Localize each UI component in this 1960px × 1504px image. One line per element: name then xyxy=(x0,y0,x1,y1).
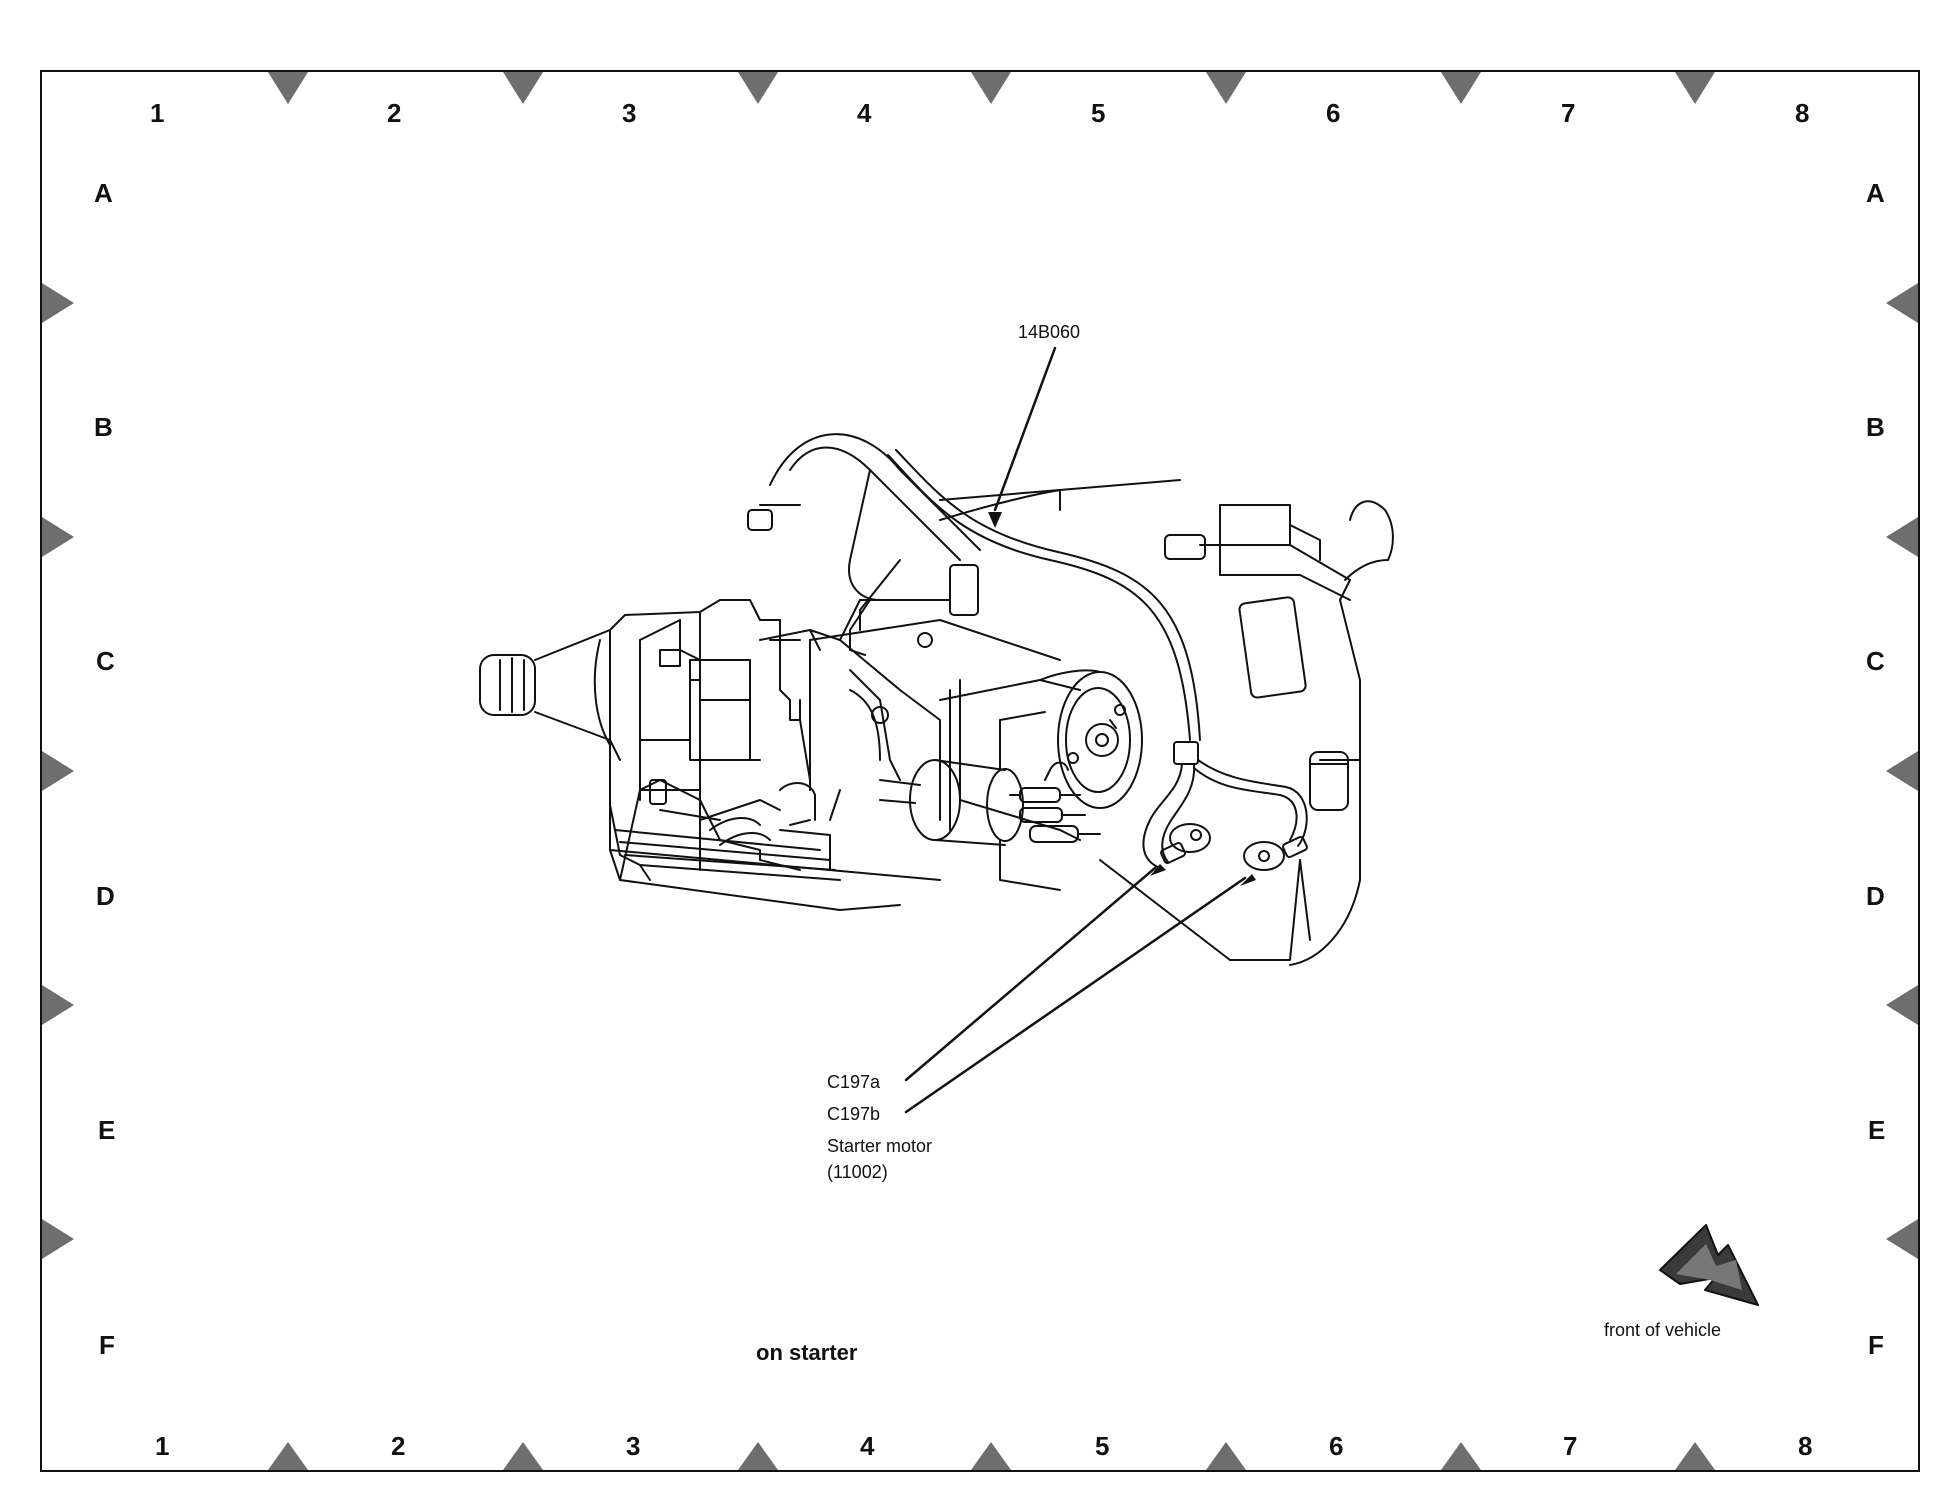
column-label-bottom-4: 4 xyxy=(860,1431,875,1461)
column-label-top-4: 4 xyxy=(857,98,872,128)
wire-label: 14B060 xyxy=(1018,322,1081,342)
row-label-left-B: B xyxy=(94,412,113,442)
component-code-label: (11002) xyxy=(827,1162,888,1182)
connector-b-label: C197b xyxy=(827,1104,881,1124)
leader-lines xyxy=(904,346,1256,1114)
component-name-label: Starter motor xyxy=(827,1136,933,1156)
column-label-bottom-3: 3 xyxy=(626,1431,641,1461)
row-label-right-B: B xyxy=(1866,412,1885,442)
engine-block-outline xyxy=(939,479,1394,966)
transmission-housing xyxy=(479,599,941,911)
grid-markers-right xyxy=(1886,283,1918,1259)
column-label-bottom-8: 8 xyxy=(1798,1431,1813,1461)
column-label-bottom-2: 2 xyxy=(391,1431,406,1461)
diagram-frame xyxy=(40,70,1920,1472)
column-label-top-2: 2 xyxy=(387,98,402,128)
orientation-label: front of vehicle xyxy=(1604,1320,1722,1340)
row-label-left-D: D xyxy=(96,881,115,911)
row-label-right-F: F xyxy=(1868,1330,1884,1360)
diagram-caption: on starter xyxy=(756,1340,858,1365)
column-label-bottom-7: 7 xyxy=(1563,1431,1578,1461)
row-label-left-C: C xyxy=(96,646,115,676)
oil-pan xyxy=(609,804,841,881)
solenoid xyxy=(879,759,1101,891)
column-label-bottom-1: 1 xyxy=(155,1431,170,1461)
row-label-left-A: A xyxy=(94,178,113,208)
column-label-top-5: 5 xyxy=(1091,98,1106,128)
row-label-left-F: F xyxy=(99,1330,115,1360)
column-label-top-1: 1 xyxy=(150,98,165,128)
column-label-top-6: 6 xyxy=(1326,98,1341,128)
row-label-right-A: A xyxy=(1866,178,1885,208)
column-label-top-3: 3 xyxy=(622,98,637,128)
row-label-right-C: C xyxy=(1866,646,1885,676)
grid-markers-top xyxy=(268,72,1715,104)
row-label-right-D: D xyxy=(1866,881,1885,911)
connector-a-label: C197a xyxy=(827,1072,881,1092)
column-label-top-8: 8 xyxy=(1795,98,1810,128)
column-label-bottom-6: 6 xyxy=(1329,1431,1344,1461)
column-label-top-7: 7 xyxy=(1561,98,1576,128)
grid-markers-left xyxy=(42,283,74,1259)
row-label-left-E: E xyxy=(98,1115,116,1145)
column-label-bottom-5: 5 xyxy=(1095,1431,1110,1461)
front-of-vehicle-arrow-icon xyxy=(1659,1224,1759,1306)
row-label-right-E: E xyxy=(1868,1115,1886,1145)
terminal-lugs xyxy=(1160,823,1308,871)
starter-motor-body xyxy=(809,619,1143,841)
grid-markers-bottom xyxy=(268,1442,1715,1470)
cable-harness xyxy=(887,449,1308,869)
